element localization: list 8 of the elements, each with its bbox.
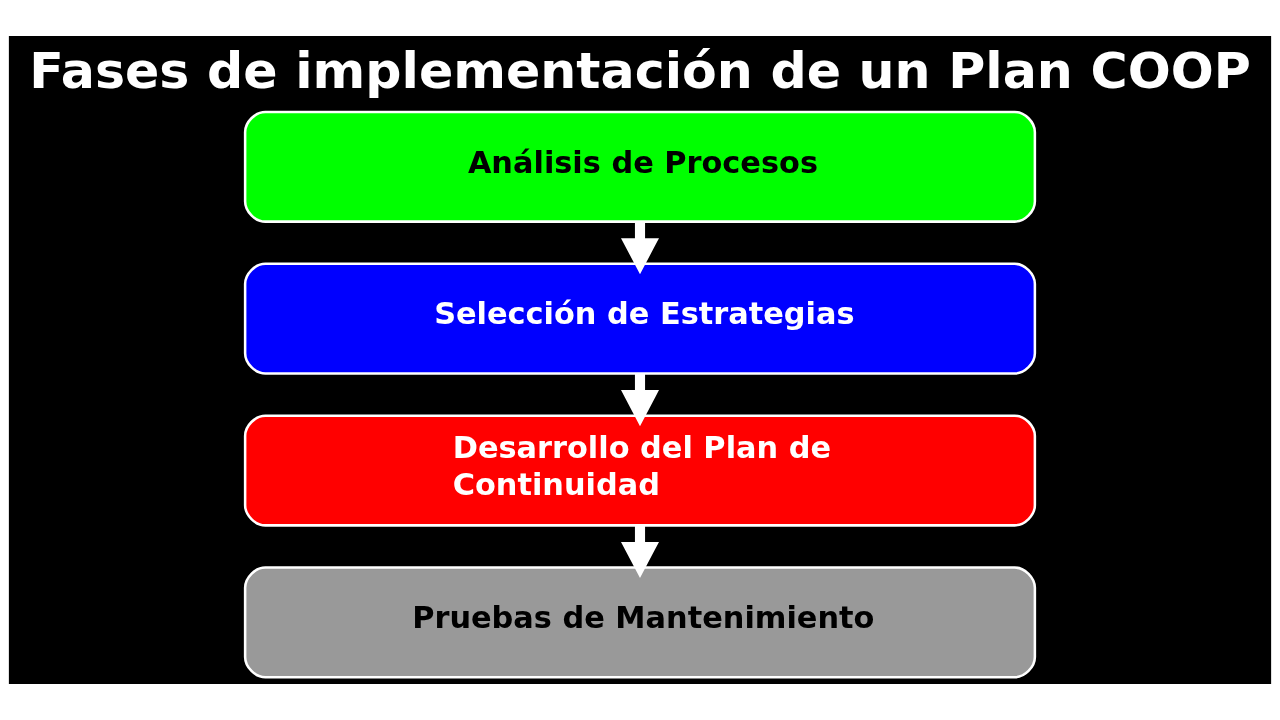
node-box: Selección de Estrategias <box>243 262 1037 375</box>
arrow <box>621 373 659 427</box>
arrow <box>621 525 659 579</box>
node-box: Análisis de Procesos <box>243 110 1037 223</box>
node-box: Desarrollo del Plan de Continuidad <box>243 414 1037 527</box>
diagram-title: Fases de implementación de un Plan COOP <box>29 41 1251 101</box>
arrow <box>621 222 659 275</box>
node-box: Pruebas de Mantenimiento <box>243 566 1037 679</box>
